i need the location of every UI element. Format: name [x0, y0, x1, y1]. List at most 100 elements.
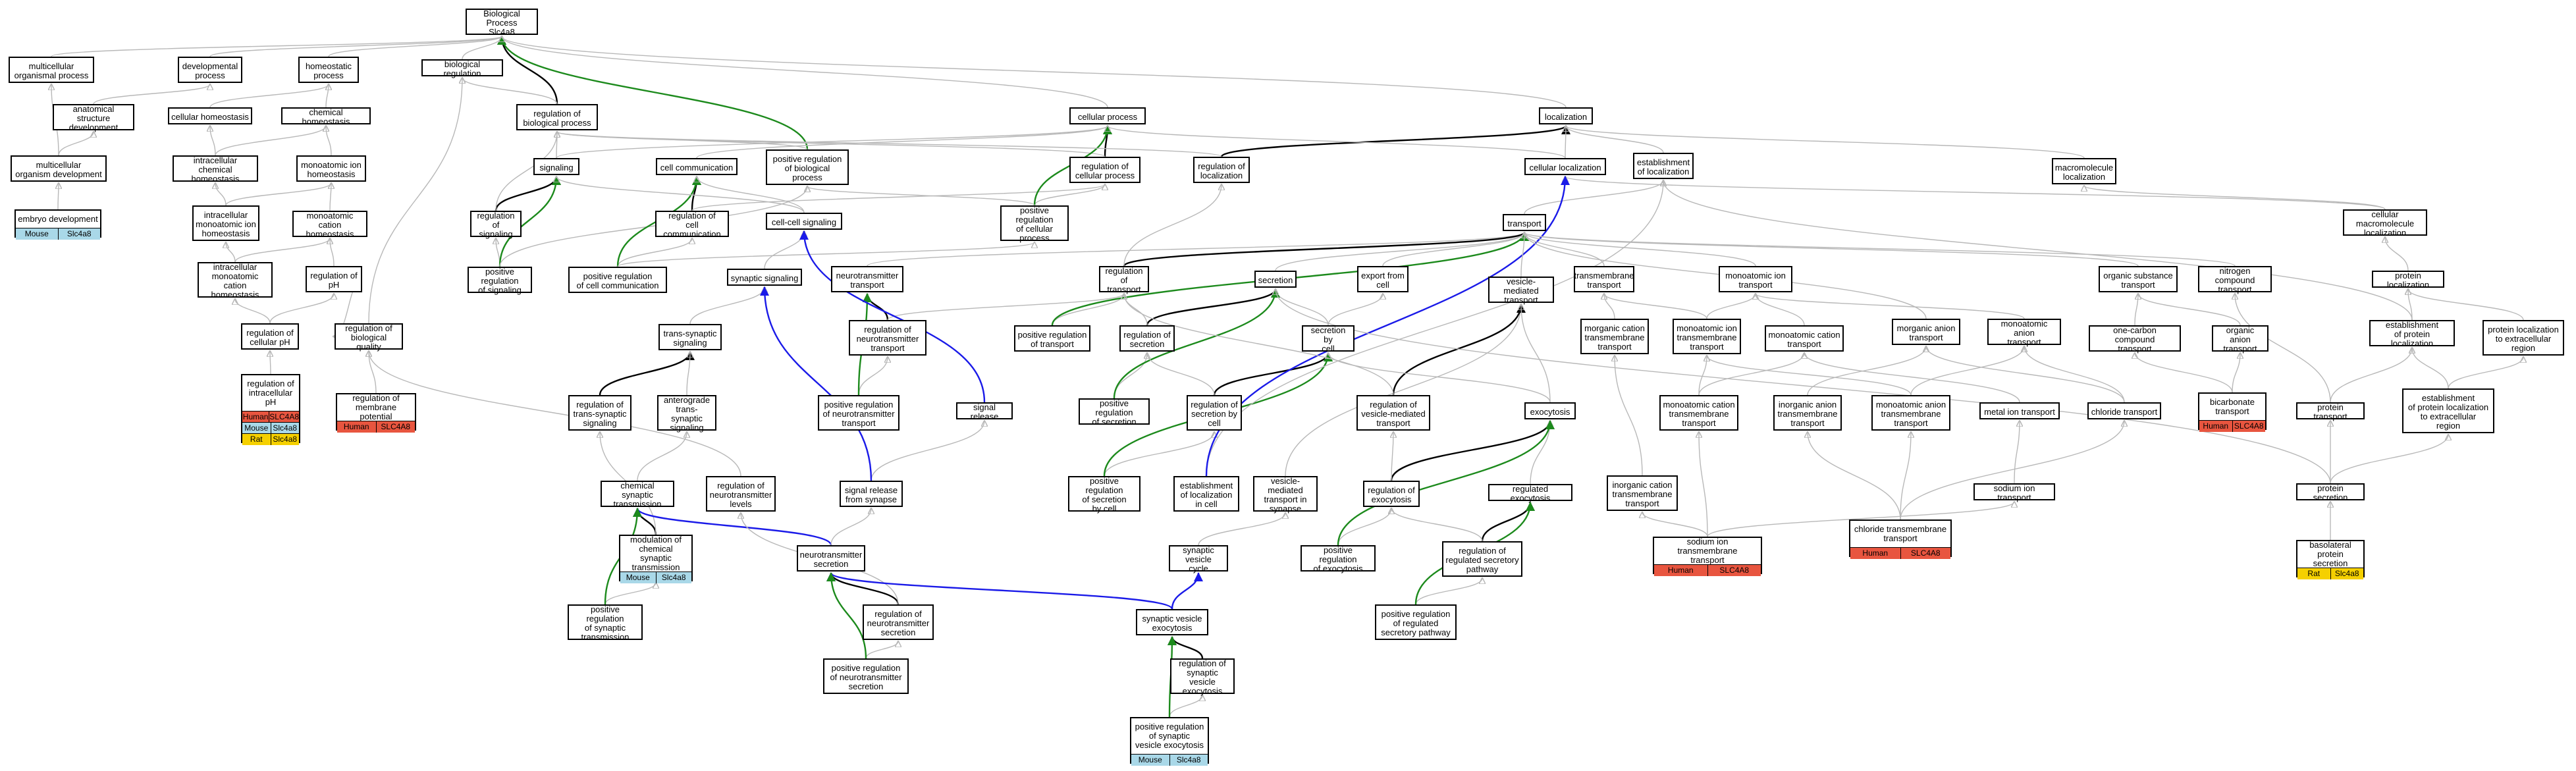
go-term-cellcomm[interactable]: cell communication: [656, 158, 738, 175]
go-term-bioreg[interactable]: biological regulation: [421, 59, 503, 78]
go-term-proteintransport[interactable]: protein transport: [2296, 402, 2365, 421]
go-term-monocat[interactable]: monoatomic cation homeostasis: [292, 211, 367, 239]
go-term-regbioproc[interactable]: regulation of biological process: [516, 104, 598, 130]
go-term-regnlevels[interactable]: regulation of neurotransmitter levels: [706, 476, 776, 512]
go-term-regsynvesexo[interactable]: regulation of synaptic vesicle exocytosi…: [1170, 658, 1235, 696]
go-term-monocattransport[interactable]: monoatomic cation transport: [1765, 325, 1844, 352]
go-term-chemhomeo[interactable]: chemical homeostasis: [281, 107, 371, 126]
go-term-anat[interactable]: anatomical structure development: [53, 104, 134, 132]
go-term-intrachem[interactable]: intracellular chemical homeostasis: [173, 155, 258, 184]
go-term-multidev[interactable]: multicellular organism development: [11, 155, 107, 182]
go-term-secbycell[interactable]: secretion by cell: [1302, 325, 1355, 354]
go-term-chemsyn[interactable]: chemical synaptic transmission: [601, 481, 674, 509]
go-term-sigrelsyn[interactable]: signal release from synapse: [840, 481, 903, 507]
go-term-regbioqual[interactable]: regulation of biological quality: [335, 323, 403, 352]
go-term-regnsecretion[interactable]: regulation of neurotransmitter secretion: [863, 604, 934, 640]
go-term-monoaniontm[interactable]: monoatomic anion transmembrane transport: [1871, 395, 1950, 431]
go-term-cellhomeo[interactable]: cellular homeostasis: [168, 107, 252, 124]
go-term-estloc[interactable]: establishment of localization: [1633, 153, 1694, 179]
go-term-cellmacroloc[interactable]: cellular macromolecule localization: [2343, 209, 2427, 238]
go-term-regsig[interactable]: regulation of signaling: [470, 211, 522, 239]
go-term-devproc[interactable]: developmental process: [178, 57, 242, 83]
go-term-cellproc[interactable]: cellular process: [1069, 107, 1146, 124]
go-term-transsyn[interactable]: trans-synaptic signaling: [658, 324, 722, 350]
go-term-posregtransport[interactable]: positive regulation of transport: [1014, 325, 1090, 352]
go-term-posregcellcomm[interactable]: positive regulation of cell communicatio…: [568, 267, 667, 293]
go-term-vesmedsyn[interactable]: vesicle-mediated transport in synapse: [1253, 476, 1318, 514]
go-term-sodiumtransport[interactable]: sodium ion transport: [1973, 483, 2055, 502]
go-term-estprotloc[interactable]: establishment of protein localization: [2369, 320, 2455, 348]
go-term-regtranssyn[interactable]: regulation of trans-synaptic signaling: [568, 395, 631, 431]
go-term-posregsig[interactable]: positive regulation of signaling: [468, 267, 532, 295]
go-term-posregexo[interactable]: positive regulation of exocytosis: [1301, 545, 1376, 573]
go-term-sigrelease[interactable]: signal release: [956, 402, 1013, 421]
go-term-nsecretion[interactable]: neurotransmitter secretion: [797, 545, 865, 572]
go-term-inorgcationtm[interactable]: morganic cation transmembrane transport: [1580, 319, 1649, 354]
go-term-inorganiontransport[interactable]: morganic anion transport: [1892, 319, 1960, 345]
go-term-posregregsec[interactable]: positive regulation of regulated secreto…: [1375, 604, 1457, 640]
go-term-synvescycle[interactable]: synaptic vesicle cycle: [1169, 545, 1228, 573]
go-term-cellcellsig[interactable]: cell-cell signaling: [766, 213, 842, 230]
go-term-monoiontm[interactable]: monoatomic ion transmembrane transport: [1673, 319, 1741, 354]
go-term-multicell[interactable]: multicellular organismal process: [9, 57, 94, 83]
go-term-organiontransport[interactable]: organic anion transport: [2212, 325, 2268, 354]
go-term-synsig[interactable]: synaptic signaling: [727, 269, 802, 286]
go-term-transport[interactable]: transport: [1503, 214, 1546, 231]
go-term-proteinsecretion[interactable]: protein secretion: [2296, 483, 2365, 502]
go-term-regcellcomm[interactable]: regulation of cell communication: [655, 211, 729, 239]
go-term-estlocincell[interactable]: establishment of localization in cell: [1173, 476, 1239, 512]
go-term-regulatedexo[interactable]: regulated exocytosis: [1488, 484, 1572, 503]
go-term-inorgcationtm2[interactable]: inorganic cation transmembrane transport: [1607, 475, 1678, 511]
go-term-regntransport[interactable]: regulation of neurotransmitter transport: [849, 320, 926, 356]
go-term-posregbio[interactable]: positive regulation of biological proces…: [766, 149, 849, 185]
go-term-intramonocat[interactable]: intracellular monoatomic cation homeosta…: [198, 262, 273, 300]
go-term-onecarbon[interactable]: one-carbon compound transport: [2089, 325, 2181, 354]
go-term-orgsubtransport[interactable]: organic substance transport: [2099, 266, 2178, 292]
go-term-ntransport[interactable]: neurotransmitter transport: [831, 266, 903, 292]
go-term-synvesexo[interactable]: synaptic vesicle exocytosis: [1136, 609, 1208, 635]
go-term-regvesmed[interactable]: regulation of vesicle-mediated transport: [1356, 395, 1430, 431]
go-term-monocattm[interactable]: monoatomic cation transmembrane transpor…: [1659, 395, 1738, 431]
go-term-posregntransport[interactable]: positive regulation of neurotransmitter …: [818, 395, 899, 431]
go-term-regsecretion[interactable]: regulation of secretion: [1119, 325, 1175, 352]
go-term-regexo[interactable]: regulation of exocytosis: [1363, 481, 1420, 507]
go-term-bp[interactable]: Biological Process Slc4a8: [466, 9, 538, 37]
go-term-posregsynvesexo[interactable]: positive regulation of synaptic vesicle …: [1130, 717, 1209, 766]
go-term-modchemsyn[interactable]: modulation of chemical synaptic transmis…: [619, 535, 693, 583]
go-term-tmtransport[interactable]: transmembrane transport: [1574, 266, 1634, 292]
go-term-exocytosis[interactable]: exocytosis: [1524, 402, 1576, 419]
go-term-antero[interactable]: anterograde trans-synaptic signaling: [657, 395, 716, 433]
go-term-metaliontransport[interactable]: metal ion transport: [1979, 402, 2060, 419]
go-term-protlocextra[interactable]: protein localization to extracellular re…: [2482, 320, 2564, 356]
go-term-regtransport[interactable]: regulation of transport: [1099, 266, 1149, 294]
go-term-regcellproc[interactable]: regulation of cellular process: [1069, 157, 1140, 183]
go-term-regcellph[interactable]: regulation of cellular pH: [241, 323, 299, 350]
go-term-estprotlocextra[interactable]: establishment of protein localization to…: [2402, 388, 2494, 433]
go-term-regph[interactable]: regulation of pH: [306, 266, 362, 292]
go-term-posregnsecretion[interactable]: positive regulation of neurotransmitter …: [823, 658, 909, 694]
go-term-posregsecretion[interactable]: positive regulation of secretion: [1079, 398, 1150, 427]
go-term-intramono[interactable]: intracellular monoatomic ion homeostasis: [192, 205, 259, 241]
go-term-monoaniontransport[interactable]: monoatomic anion transport: [1987, 319, 2061, 347]
go-term-vesmedtransport[interactable]: vesicle-mediated transport: [1488, 277, 1554, 305]
go-term-regloc[interactable]: regulation of localization: [1193, 157, 1250, 183]
go-term-cellloc[interactable]: cellular localization: [1524, 158, 1606, 175]
go-term-posregsecbycell[interactable]: positive regulation of secretion by cell: [1068, 476, 1140, 514]
go-term-nitrogentransport[interactable]: nitrogen compound transport: [2198, 266, 2272, 294]
go-term-macroloc[interactable]: macromolecule localization: [2052, 158, 2116, 184]
go-term-inorganiontm[interactable]: inorganic anion transmembrane transport: [1773, 395, 1842, 431]
go-term-secretion[interactable]: secretion: [1254, 271, 1297, 288]
go-term-exportcell[interactable]: export from cell: [1357, 266, 1409, 292]
go-term-regsecbycell[interactable]: regulation of secretion by cell: [1187, 395, 1242, 431]
go-term-signaling[interactable]: signaling: [533, 158, 579, 175]
go-term-monoion[interactable]: monoatomic ion homeostasis: [296, 155, 366, 182]
go-term-monoiontransport[interactable]: monoatomic ion transport: [1719, 266, 1792, 292]
go-term-proteinloc[interactable]: protein localization: [2372, 271, 2444, 290]
go-term-localization[interactable]: localization: [1539, 107, 1593, 124]
